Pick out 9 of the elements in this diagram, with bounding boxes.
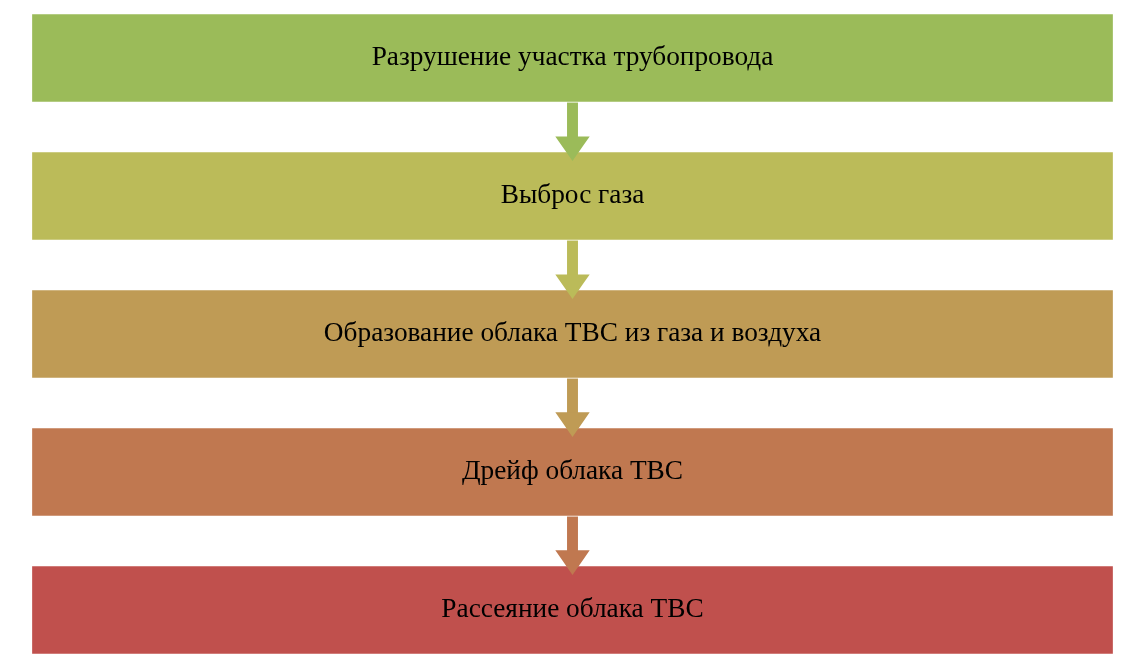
node-box: Дрейф облака ТВС [30,426,1114,518]
arrow [554,516,590,575]
node-box: Рассеяние облака ТВС [30,564,1114,656]
node-box: Выброс газа [30,150,1114,242]
arrow [554,378,590,437]
node-box: Образование облака ТВС из газа и воздуха [30,288,1114,380]
arrow [554,102,590,161]
arrow [554,240,590,299]
node-box: Разрушение участка трубопровода [30,12,1114,104]
